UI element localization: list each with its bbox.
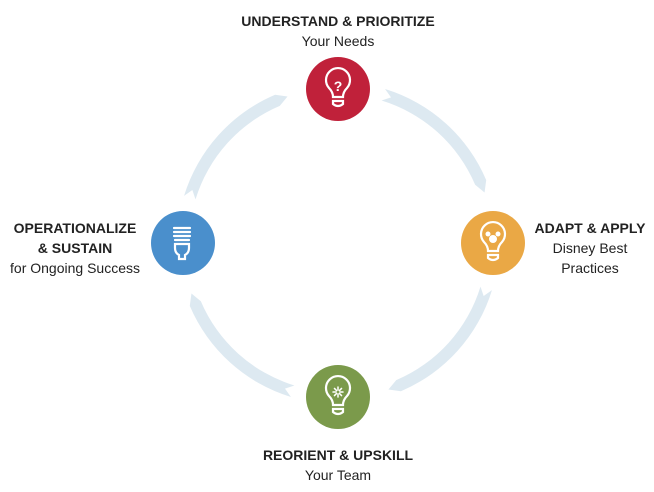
step-circle (306, 57, 370, 121)
step-title: ADAPT & APPLY (534, 220, 646, 236)
step-operationalize-label: OPERATIONALIZE & SUSTAIN for Ongoing Suc… (0, 218, 150, 278)
step-subtitle: Disney Best (552, 240, 628, 256)
step-title-line2: & SUSTAIN (37, 240, 113, 256)
mickey-bulb-icon (479, 220, 507, 262)
cycle-arrow (189, 293, 295, 397)
svg-text:?: ? (334, 78, 343, 94)
step-reorient-label: REORIENT & UPSKILL Your Team (188, 445, 488, 485)
step-subtitle: Your Needs (301, 33, 375, 49)
step-title: REORIENT & UPSKILL (262, 447, 414, 463)
cycle-arrow (381, 89, 487, 193)
cycle-arrow (388, 286, 492, 392)
step-title: OPERATIONALIZE (13, 220, 137, 236)
question-bulb-icon: ? (324, 66, 352, 108)
cfl-bulb-icon (172, 226, 192, 261)
step-subtitle: Your Team (304, 467, 372, 483)
spark-bulb-icon (324, 374, 352, 416)
cycle-arrow (184, 94, 288, 200)
step-subtitle: for Ongoing Success (10, 260, 140, 276)
step-understand-label: UNDERSTAND & PRIORITIZE Your Needs (188, 11, 488, 51)
step-adapt-label: ADAPT & APPLY Disney Best Practices (520, 218, 654, 278)
step-title: UNDERSTAND & PRIORITIZE (241, 13, 435, 29)
step-subtitle: Practices (561, 260, 619, 276)
